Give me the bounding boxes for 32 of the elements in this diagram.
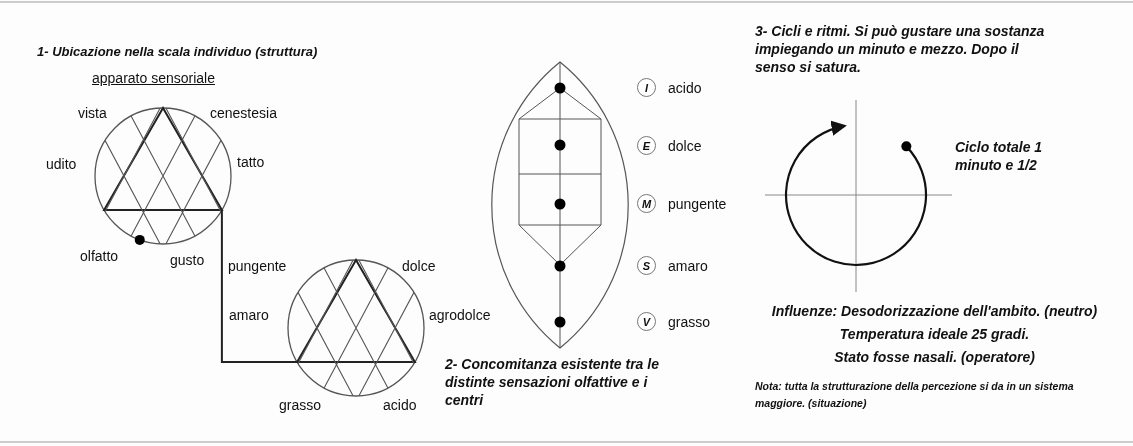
sense-label: cenestesia [210,104,277,122]
letter-circle: S [637,256,656,275]
taste-label: acido [668,79,702,97]
sense-label: agrodolce [429,306,491,324]
letter-circle: I [637,78,656,97]
group-heading: apparato sensoriale [92,69,215,87]
influence-note: Temperatura ideale 25 gradi. [838,325,1031,343]
footnote: Nota: tutta la strutturazione della percezione si da in un sistema maggiore. (situazione) [755,379,1075,411]
taste-label: pungente [668,195,727,213]
sense-label: udito [46,155,77,173]
sense-label: vista [78,104,107,122]
sense-label: amaro [229,306,269,324]
section-heading: 1- Ubicazione nella scala individuo (struttura) [37,43,318,61]
letter-circle: E [637,136,656,155]
influence-note: Influenze: Desodorizzazione dell'ambito. (neutro) [770,302,1099,320]
sense-label: gusto [170,251,205,269]
sense-label: dolce [402,257,436,275]
sense-label: tatto [237,153,265,171]
letter-circle: V [637,312,656,331]
sense-label: grasso [279,396,322,414]
taste-label: dolce [668,137,702,155]
influence-note: Stato fosse nasali. (operatore) [833,348,1036,366]
section-caption: 3- Cicli e ritmi. Si può gustare una sostanza impiegando un minuto e mezzo. Dopo il senso si satura. [755,22,1046,76]
taste-label: grasso [668,313,711,331]
cycle-caption: Ciclo totale 1 minuto e 1/2 [955,138,1044,174]
connector-line [220,209,299,363]
sense-label: olfatto [80,247,119,265]
section-caption: 2- Concomitanza esistente tra le distinte sensazioni olfattive e i centri [445,355,660,409]
sense-label: acido [383,396,417,414]
sense-label: pungente [228,257,287,275]
taste-label: amaro [668,257,708,275]
letter-circle: M [637,194,656,213]
